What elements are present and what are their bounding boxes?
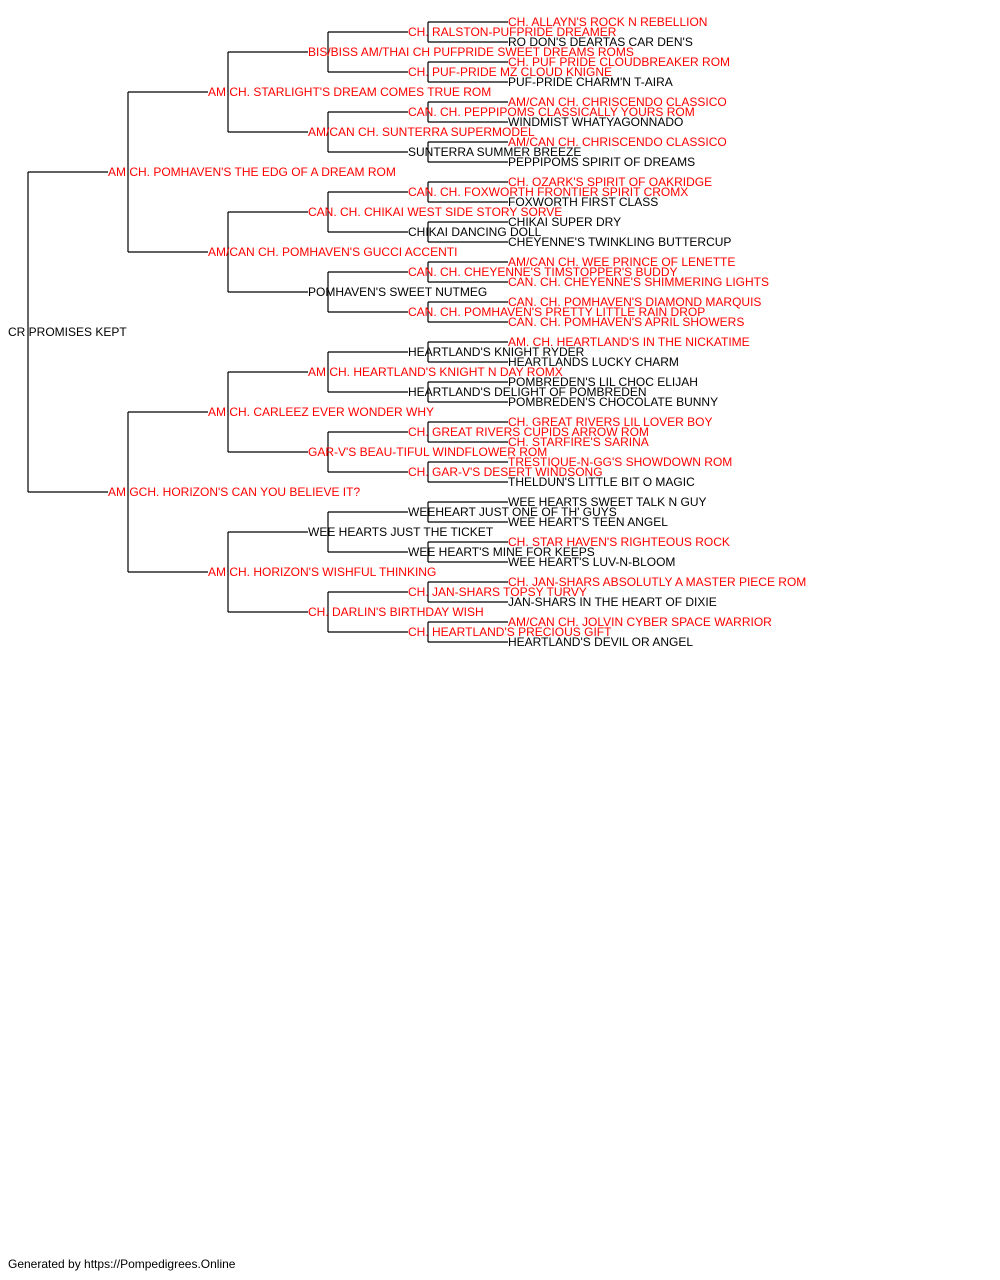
- ancestor-name: WINDMIST WHATYAGONNADO: [508, 115, 684, 129]
- ancestor-name: AM. CH. HEARTLAND'S IN THE NICKATIME: [508, 335, 750, 349]
- ancestor-name: CHIKAI SUPER DRY: [508, 215, 622, 229]
- ancestor-name: WEE HEARTS JUST THE TICKET: [308, 525, 494, 539]
- ancestor-name: CAN. CH. PEPPIPOMS CLASSICALLY YOURS ROM: [408, 105, 695, 119]
- ancestor-name: CAN. CH. CHEYENNE'S TIMSTOPPER'S BUDDY: [408, 265, 678, 279]
- ancestor-name: HEARTLANDS LUCKY CHARM: [508, 355, 679, 369]
- ancestor-name: CAN. CH. POMHAVEN'S DIAMOND MARQUIS: [508, 295, 762, 309]
- ancestor-name: HEARTLAND'S DELIGHT OF POMBREDEN: [408, 385, 647, 399]
- ancestor-name: AM CH. HEARTLAND'S KNIGHT N DAY ROMX: [308, 365, 563, 379]
- ancestor-name: AM/CAN CH. JOLVIN CYBER SPACE WARRIOR: [508, 615, 772, 629]
- ancestor-name: CH. JAN-SHARS TOPSY TURVY: [408, 585, 587, 599]
- ancestor-name: CH. HEARTLAND'S PRECIOUS GIFT: [408, 625, 612, 639]
- ancestor-name: AM/CAN CH. WEE PRINCE OF LENETTE: [508, 255, 736, 269]
- ancestor-name: AM CH. CARLEEZ EVER WONDER WHY: [208, 405, 435, 419]
- generated-by-footer: Generated by https://Pompedigrees.Online: [8, 1257, 236, 1271]
- root-dog-name: CR PROMISES KEPT: [8, 325, 127, 339]
- ancestor-name: PEPPIPOMS SPIRIT OF DREAMS: [508, 155, 696, 169]
- ancestor-name: POMHAVEN'S SWEET NUTMEG: [308, 285, 488, 299]
- ancestor-name: WEEHEART JUST ONE OF TH' GUYS: [408, 505, 617, 519]
- ancestor-name: TRESTIQUE-N-GG'S SHOWDOWN ROM: [508, 455, 733, 469]
- ancestor-name: FOXWORTH FIRST CLASS: [508, 195, 659, 209]
- ancestor-name: CH. GREAT RIVERS LIL LOVER BOY: [508, 415, 713, 429]
- ancestor-name: WEE HEARTS SWEET TALK N GUY: [508, 495, 707, 509]
- ancestor-name: WEE HEART'S TEEN ANGEL: [508, 515, 668, 529]
- ancestor-name: CAN. CH. CHIKAI WEST SIDE STORY SORVE: [308, 205, 563, 219]
- ancestor-name: AM CH. POMHAVEN'S THE EDG OF A DREAM ROM: [108, 165, 396, 179]
- ancestor-name: CHIKAI DANCING DOLL: [408, 225, 542, 239]
- ancestor-name: CH. JAN-SHARS ABSOLUTLY A MASTER PIECE R…: [508, 575, 807, 589]
- ancestor-name: POMBREDEN'S LIL CHOC ELIJAH: [508, 375, 698, 389]
- ancestor-name: CH. DARLIN'S BIRTHDAY WISH: [308, 605, 484, 619]
- ancestor-name: CH. ALLAYN'S ROCK N REBELLION: [508, 15, 708, 29]
- ancestor-name: AM/CAN CH. CHRISCENDO CLASSICO: [508, 95, 727, 109]
- ancestor-name: CAN. CH. CHEYENNE'S SHIMMERING LIGHTS: [508, 275, 769, 289]
- ancestor-name: CH. PUF PRIDE CLOUDBREAKER ROM: [508, 55, 731, 69]
- ancestor-name: AM/CAN CH. CHRISCENDO CLASSICO: [508, 135, 727, 149]
- ancestor-name: BIS/BISS AM/THAI CH PUFPRIDE SWEET DREAM…: [308, 45, 634, 59]
- ancestor-name: CAN. CH. POMHAVEN'S PRETTY LITTLE RAIN D…: [408, 305, 706, 319]
- ancestor-name: CAN. CH. FOXWORTH FRONTIER SPIRIT CROMX: [408, 185, 689, 199]
- ancestor-name: PUF-PRIDE CHARM'N T-AIRA: [508, 75, 673, 89]
- ancestor-name: CH. STAR HAVEN'S RIGHTEOUS ROCK: [508, 535, 730, 549]
- ancestor-name: AM CH. HORIZON'S WISHFUL THINKING: [208, 565, 437, 579]
- ancestor-name: CH. GAR-V'S DESERT WINDSONG: [408, 465, 603, 479]
- ancestor-name: AM/CAN CH. POMHAVEN'S GUCCI ACCENTI: [208, 245, 458, 259]
- ancestor-name: GAR-V'S BEAU-TIFUL WINDFLOWER ROM: [308, 445, 548, 459]
- ancestor-name: THELDUN'S LITTLE BIT O MAGIC: [508, 475, 695, 489]
- ancestor-name: CH. RALSTON-PUFPRIDE DREAMER: [408, 25, 617, 39]
- ancestor-name: JAN-SHARS IN THE HEART OF DIXIE: [508, 595, 717, 609]
- ancestor-name: CH. GREAT RIVERS CUPIDS ARROW ROM: [408, 425, 649, 439]
- ancestor-name: CH. PUF-PRIDE MZ CLOUD KNIGNE: [408, 65, 613, 79]
- ancestor-name: CH. OZARK'S SPIRIT OF OAKRIDGE: [508, 175, 713, 189]
- ancestor-name: CH. STARFIRE'S SARINA: [508, 435, 649, 449]
- ancestor-name: POMBREDEN'S CHOCOLATE BUNNY: [508, 395, 719, 409]
- ancestor-name: WEE HEART'S MINE FOR KEEPS: [408, 545, 595, 559]
- ancestor-name: SUNTERRA SUMMER BREEZE: [408, 145, 582, 159]
- ancestor-name: WEE HEART'S LUV-N-BLOOM: [508, 555, 676, 569]
- ancestor-name: CHEYENNE'S TWINKLING BUTTERCUP: [508, 235, 732, 249]
- ancestor-name: AM/CAN CH. SUNTERRA SUPERMODEL: [308, 125, 535, 139]
- ancestor-name: HEARTLAND'S KNIGHT RYDER: [408, 345, 585, 359]
- ancestor-name: RO DON'S DEARTAS CAR DEN'S: [508, 35, 693, 49]
- ancestor-name: AM GCH. HORIZON'S CAN YOU BELIEVE IT?: [108, 485, 361, 499]
- ancestor-name: AM CH. STARLIGHT'S DREAM COMES TRUE ROM: [208, 85, 492, 99]
- ancestor-name: HEARTLAND'S DEVIL OR ANGEL: [508, 635, 694, 649]
- ancestor-name: CAN. CH. POMHAVEN'S APRIL SHOWERS: [508, 315, 745, 329]
